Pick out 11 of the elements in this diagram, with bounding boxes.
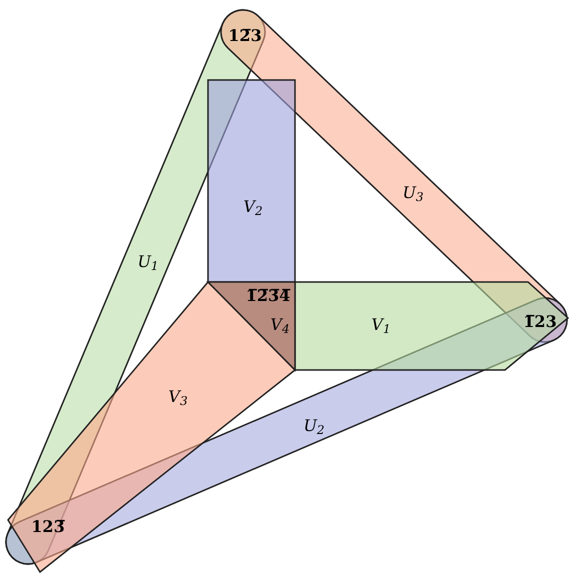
corner-label: 123̅ [31,516,65,538]
region-label: V$_{1}$ [371,314,391,337]
region-label: V$_{4}$ [270,314,290,337]
corner-label: 1̅23 [523,311,557,333]
region-label: 1̅2̅3̅4̅ [246,285,290,307]
region-label: U$_{1}$ [137,251,159,274]
region-label: U$_{3}$ [402,182,424,205]
corner-label: 12̅3 [228,25,262,47]
region-label: V$_{2}$ [243,196,263,219]
region-label: U$_{2}$ [303,415,325,438]
region-label: V$_{3}$ [168,386,188,409]
